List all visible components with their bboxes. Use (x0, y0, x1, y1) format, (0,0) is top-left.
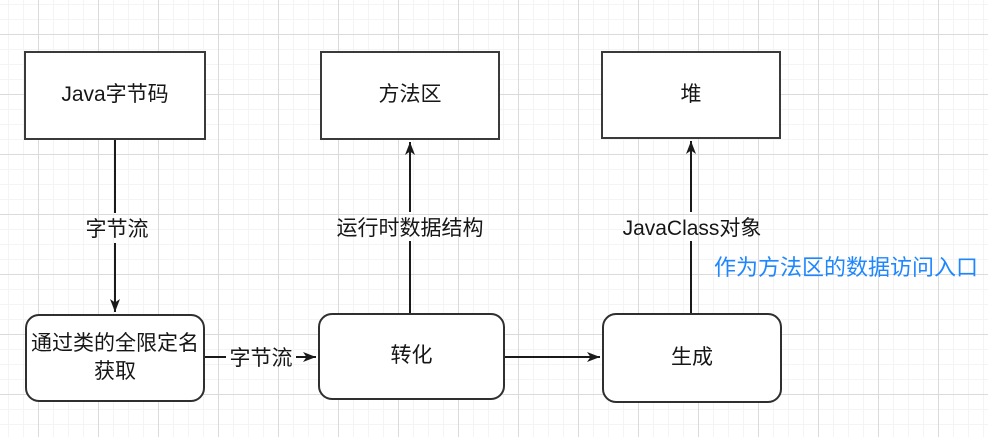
edge-label-runtime-data-structure: 运行时数据结构 (336, 217, 484, 240)
node-transform-label: 转化 (390, 344, 433, 368)
node-java-bytecode: Java字节码 (24, 51, 206, 140)
node-transform: 转化 (318, 313, 505, 400)
node-generate: 生成 (602, 313, 782, 403)
edge-label-bytestream-down: 字节流 (85, 218, 149, 241)
node-acquire-by-fqcn: 通过类的全限定名 获取 (25, 314, 205, 402)
node-heap-label: 堆 (680, 82, 702, 106)
edge-label-bytestream-right: 字节流 (229, 347, 293, 370)
annotation-method-area-access-entry: 作为方法区的数据访问入口 (713, 255, 979, 280)
node-acquire-by-fqcn-label: 通过类的全限定名 获取 (31, 331, 199, 383)
node-java-bytecode-label: Java字节码 (61, 83, 169, 107)
node-generate-label: 生成 (671, 345, 713, 369)
edge-label-javaclass-object: JavaClass对象 (622, 217, 762, 240)
node-method-area-label: 方法区 (378, 83, 442, 107)
node-method-area: 方法区 (320, 51, 500, 140)
node-heap: 堆 (601, 51, 781, 139)
